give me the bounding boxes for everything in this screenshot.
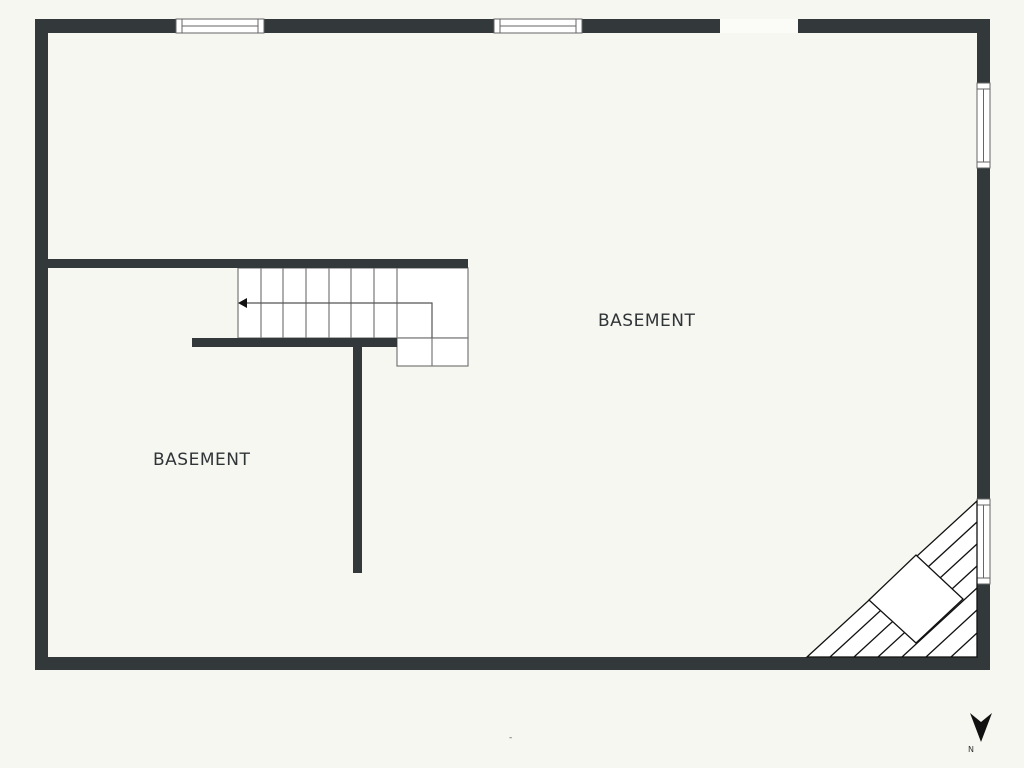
window-top-2 [493,18,583,34]
floor-area [48,33,977,657]
compass-label: N [968,745,974,754]
stair-direction-arrow-icon [238,298,247,308]
north-arrow-icon [970,713,992,742]
scale-text: - [509,733,513,743]
window-right-2 [976,498,991,585]
window-top-1 [175,18,265,34]
corner-fixture [805,499,978,658]
room-label-basement-west: BASEMENT [153,450,251,470]
room-label-basement-main: BASEMENT [598,311,696,331]
door-opening [720,19,798,33]
interior-walls [48,259,468,573]
staircase [237,267,469,367]
window-right-1 [976,82,991,169]
